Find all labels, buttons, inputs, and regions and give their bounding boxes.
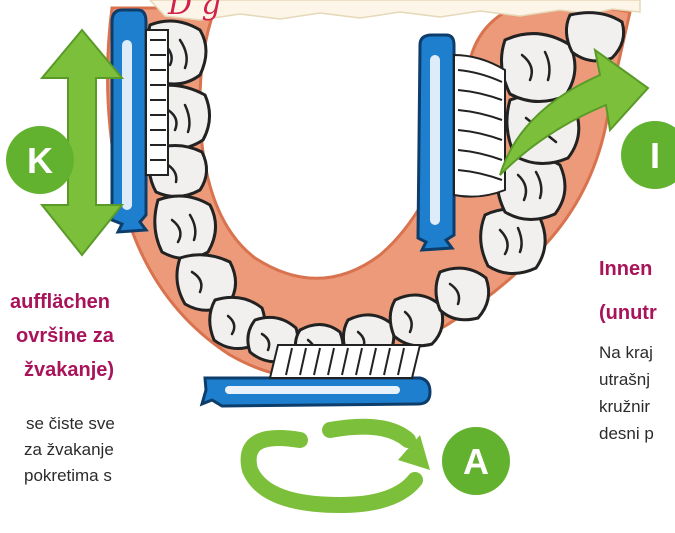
left-heading-line-1: aufflächen	[10, 286, 110, 318]
left-body-line-3: pokretima s	[24, 463, 112, 490]
bottom-brush-bristles	[270, 345, 420, 378]
tooth	[390, 295, 442, 346]
right-body-line-4: desni p	[599, 421, 654, 448]
right-heading-line-2: (unutr	[599, 297, 657, 329]
tooth	[155, 196, 216, 259]
left-heading-line-3: žvakanje)	[24, 354, 114, 386]
right-body-line-2: utrašnj	[599, 367, 650, 394]
right-body-line-1: Na kraj	[599, 340, 653, 367]
tooth	[436, 268, 489, 320]
badge-i-letter: I	[650, 135, 660, 176]
circular-arrow-icon	[249, 427, 415, 505]
left-heading-line-2: ovršine za	[16, 320, 114, 352]
right-heading-line-1: Innen	[599, 253, 652, 285]
badge-a-letter: A	[463, 441, 489, 482]
left-brush-bristles	[146, 30, 168, 175]
left-body-line-2: za žvakanje	[24, 437, 114, 464]
badge-i: I	[621, 121, 675, 189]
right-brush-bristles	[454, 55, 505, 197]
badge-k: K	[6, 126, 74, 194]
right-body-line-3: kružnir	[599, 394, 650, 421]
banner-script-text: D g	[167, 0, 221, 22]
badge-a: A	[442, 427, 510, 495]
badge-k-letter: K	[27, 140, 53, 181]
left-body-line-1: se čiste sve	[26, 411, 115, 438]
tooth	[501, 34, 574, 102]
